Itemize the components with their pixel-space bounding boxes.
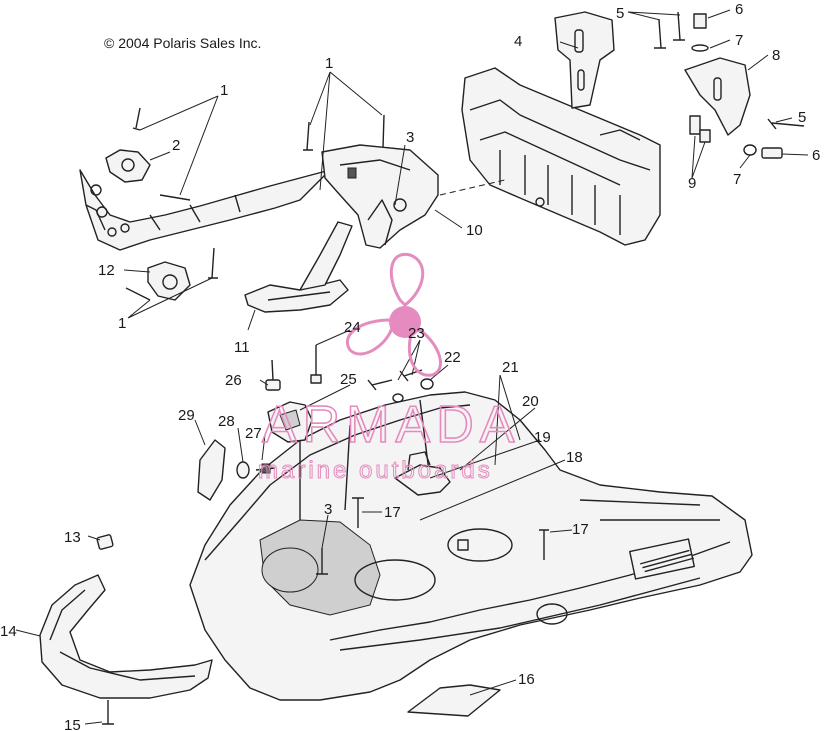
callout-17b: 17 [572, 521, 589, 538]
callout-27: 27 [245, 425, 262, 442]
callout-6a: 6 [735, 1, 743, 18]
callout-4: 4 [514, 33, 522, 50]
panel-29 [197, 439, 226, 501]
callout-5a: 5 [616, 5, 624, 22]
callout-17a: 17 [384, 504, 401, 521]
callout-6b: 6 [812, 147, 820, 164]
bracket-8 [684, 57, 751, 136]
callout-25: 25 [340, 371, 357, 388]
callout-19: 19 [534, 429, 551, 446]
front-bumper-14 [39, 534, 213, 725]
callout-7a: 7 [735, 32, 743, 49]
callout-2: 2 [172, 137, 180, 154]
copyright-text: © 2004 Polaris Sales Inc. [104, 35, 261, 51]
bracket-18-19-20 [394, 451, 451, 496]
callout-24: 24 [344, 319, 361, 336]
callout-15: 15 [64, 717, 81, 731]
front-frame-assembly [79, 107, 389, 251]
callout-3b: 3 [324, 501, 332, 518]
callout-21: 21 [502, 359, 519, 376]
callout-23: 23 [408, 325, 425, 342]
callout-16: 16 [518, 671, 535, 688]
callout-1b: 1 [325, 55, 333, 72]
watermark-tagline: marine outboards [258, 457, 493, 484]
hardware-5-6-7-9 [654, 11, 805, 159]
callout-28: 28 [218, 413, 235, 430]
callout-13: 13 [64, 529, 81, 546]
callout-10: 10 [466, 222, 483, 239]
spar-11 [244, 221, 353, 313]
callout-26: 26 [225, 372, 242, 389]
callout-11: 11 [234, 339, 250, 356]
callout-5b: 5 [798, 109, 806, 126]
callout-9: 9 [688, 175, 696, 192]
bolts-3-17 [316, 497, 549, 575]
callout-7b: 7 [733, 171, 741, 188]
callout-29: 29 [178, 407, 195, 424]
callout-22: 22 [444, 349, 461, 366]
callout-8: 8 [772, 47, 780, 64]
watermark-brand: ARMADA [262, 396, 520, 454]
callout-1a: 1 [220, 82, 228, 99]
callout-12: 12 [98, 262, 115, 279]
nose-pan-body [189, 391, 753, 701]
callout-20: 20 [522, 393, 539, 410]
watermark: ARMADA marine outboards [258, 252, 520, 485]
chassis-rear-section [439, 67, 661, 246]
callout-18: 18 [566, 449, 583, 466]
watermark-propeller-logo [346, 252, 442, 377]
callout-3a: 3 [406, 129, 414, 146]
callout-1c: 1 [118, 315, 126, 332]
bracket-25 [267, 401, 313, 443]
leader-lines [15, 9, 809, 725]
bracket-12 [125, 247, 218, 301]
bulkhead-10 [321, 144, 439, 249]
callout-14: 14 [0, 623, 17, 640]
bracket-4 [554, 11, 615, 109]
